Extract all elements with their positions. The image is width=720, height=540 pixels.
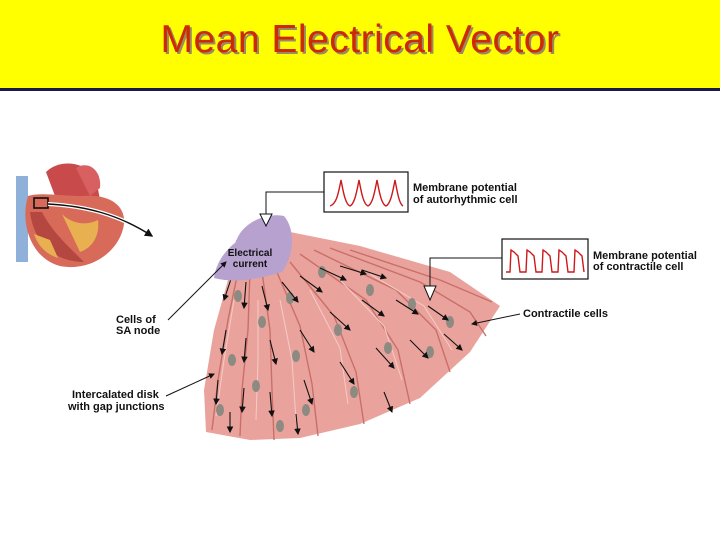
contractile-trace xyxy=(506,248,585,273)
intercalated-leader xyxy=(165,373,215,397)
autorhythmic-label-2: of autorhythmic cell xyxy=(413,194,518,206)
sa-node-leader xyxy=(167,261,227,321)
electrical-current-label-2: current xyxy=(233,259,268,270)
sa-node-label-1: Cells of xyxy=(116,314,156,326)
cardiac-muscle-tissue xyxy=(204,232,500,441)
contractile-leader xyxy=(429,257,502,292)
autorhythmic-trace xyxy=(329,179,404,207)
intercalated-label-2: with gap junctions xyxy=(67,401,165,413)
contractile-cells-label: Contractile cells xyxy=(523,308,608,320)
contractile-cells-leader xyxy=(471,313,521,326)
intercalated-label-1: Intercalated disk xyxy=(72,389,160,401)
contractile-mp-label-2: of contractile cell xyxy=(593,261,683,273)
sa-node-region xyxy=(214,215,293,281)
title-bar xyxy=(0,0,720,91)
contractile-mp-label-1: Membrane potential xyxy=(593,250,697,262)
autorhythmic-leader xyxy=(265,191,324,222)
autorhythmic-label-1: Membrane potential xyxy=(413,182,517,194)
electrical-current-label-1: Electrical xyxy=(228,248,273,259)
page-title: Mean Electrical Vector xyxy=(160,18,560,61)
sa-node-label-2: SA node xyxy=(116,325,160,337)
autorhythmic-trace-box xyxy=(323,171,409,213)
